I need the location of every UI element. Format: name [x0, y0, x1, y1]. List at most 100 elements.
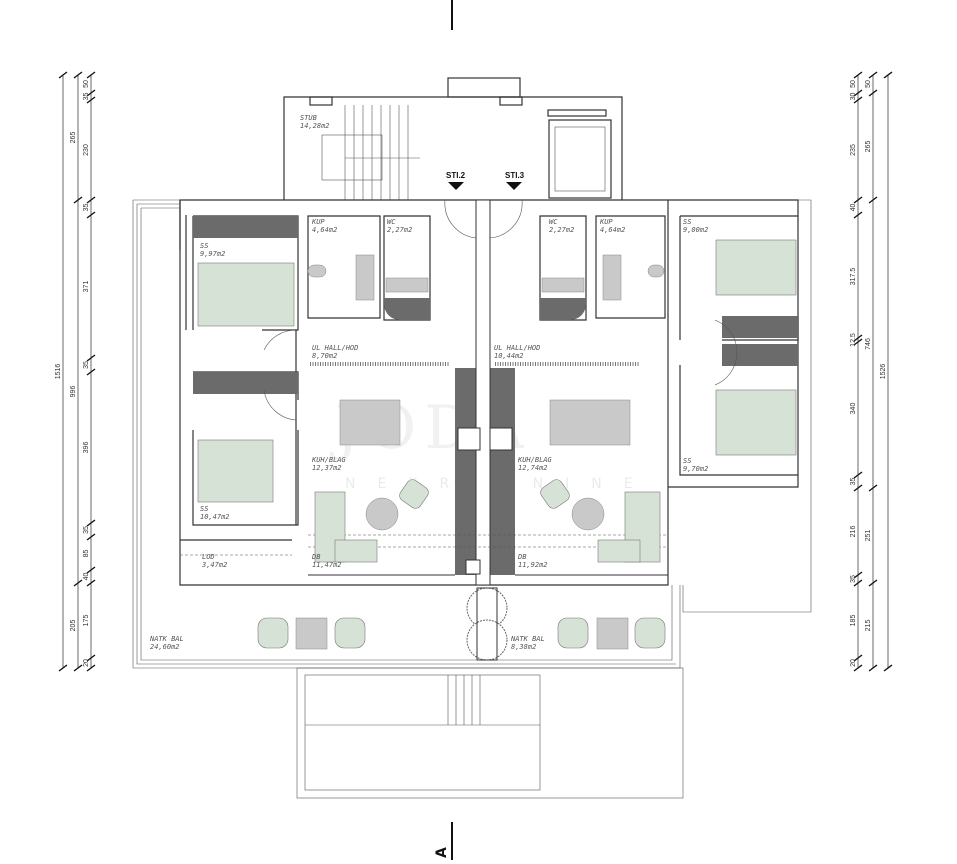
- room-area: 11,92m2: [518, 561, 548, 569]
- room-name: LOD: [202, 553, 215, 561]
- dimension-tick: [73, 196, 83, 204]
- dimension-value: 20: [83, 659, 90, 667]
- room-area: 12,37m2: [312, 464, 342, 472]
- dimension-value: 230: [83, 144, 90, 156]
- armchair-icon: [334, 617, 366, 649]
- dimension-value: 251: [865, 530, 872, 542]
- room-area: 8,70m2: [312, 352, 337, 360]
- dimension-tick: [868, 579, 878, 587]
- dimension-tick: [86, 89, 96, 97]
- room-name: KUH/BLAG: [311, 456, 347, 464]
- room-name: NATK BAL: [149, 635, 184, 643]
- dimension-value: 85: [83, 550, 90, 558]
- dimension-tick: [58, 71, 68, 79]
- dimension-value: 35: [850, 478, 857, 486]
- room-area: 24,60m2: [150, 643, 180, 651]
- dimension-tick: [86, 579, 96, 587]
- dimension-value: 175: [83, 615, 90, 627]
- room-name: DB: [517, 553, 526, 561]
- room-area: 9,70m2: [683, 465, 708, 473]
- dimension-lines: 1516265996205503523035371353963585401752…: [55, 71, 893, 672]
- dimension-tick: [853, 338, 863, 346]
- dimension-tick: [853, 96, 863, 104]
- dimension-tick: [853, 471, 863, 479]
- dimension-tick: [73, 579, 83, 587]
- dimension-value: 265: [865, 141, 872, 153]
- room-name: KUP: [599, 218, 613, 226]
- furniture: [197, 239, 797, 661]
- cooktop-icon: [489, 427, 513, 451]
- room-area: 12,74m2: [518, 464, 548, 472]
- dimension-value: 371: [83, 281, 90, 293]
- dimension-tick: [86, 71, 96, 79]
- room-area: 9,97m2: [200, 250, 225, 258]
- dimension-tick: [86, 211, 96, 219]
- dimension-value: 35: [83, 361, 90, 369]
- dimension-value: 30: [850, 93, 857, 101]
- svg-text:SS9,97m2: SS9,97m2: [200, 242, 225, 258]
- room-name: DB: [311, 553, 320, 561]
- armchair-icon: [557, 617, 589, 649]
- svg-text:WC2,27m2: WC2,27m2: [549, 218, 574, 234]
- dimension-value: 205: [70, 620, 77, 632]
- plant-icon: [466, 619, 508, 661]
- dimension-value: 35: [83, 526, 90, 534]
- svg-text:STI.3: STI.3: [505, 171, 525, 180]
- dimension-tick: [853, 579, 863, 587]
- room-area: 2,27m2: [549, 226, 574, 234]
- dimension-tick: [853, 89, 863, 97]
- dimension-tick: [853, 211, 863, 219]
- dining-table-icon: [549, 399, 631, 446]
- room-name: KUP: [311, 218, 325, 226]
- dimension-tick: [868, 71, 878, 79]
- room-area: 14,28m2: [300, 122, 330, 130]
- dimension-tick: [868, 89, 878, 97]
- room-name: SS: [683, 457, 691, 465]
- dimension-tick: [86, 368, 96, 376]
- svg-text:WC2,27m2: WC2,27m2: [387, 218, 412, 234]
- building-walls: [179, 199, 799, 586]
- dimension-value: 35: [850, 575, 857, 583]
- dimension-tick: [86, 664, 96, 672]
- armchair-icon: [399, 479, 429, 509]
- dimension-tick: [73, 664, 83, 672]
- room-area: 2,27m2: [387, 226, 412, 234]
- dimension-tick: [868, 196, 878, 204]
- dimension-tick: [868, 484, 878, 492]
- section-marker-bottom: A: [434, 822, 453, 860]
- dimension-tick: [86, 519, 96, 527]
- dimension-value: 235: [850, 144, 857, 156]
- room-area: 10,44m2: [494, 352, 524, 360]
- stair-marker-2: STI.3: [505, 171, 525, 190]
- terrace-outline: [132, 199, 812, 669]
- dimension-tick: [853, 571, 863, 579]
- dimension-value: 340: [850, 403, 857, 415]
- room-name: STUB: [300, 114, 317, 122]
- dimension-tick: [853, 71, 863, 79]
- room-area: 8,38m2: [511, 643, 536, 651]
- room-area: 11,47m2: [312, 561, 342, 569]
- dimension-tick: [853, 196, 863, 204]
- dimension-tick: [86, 96, 96, 104]
- armchair-icon: [634, 617, 666, 649]
- dimension-value: 35: [83, 93, 90, 101]
- dimension-tick: [883, 664, 893, 672]
- coffee-table-icon: [571, 497, 605, 531]
- room-area: 9,00m2: [683, 226, 708, 234]
- dimension-value: 1526: [880, 364, 887, 380]
- dimension-value: 50: [83, 80, 90, 88]
- room-area: 4,64m2: [600, 226, 625, 234]
- dimension-value: 50: [850, 80, 857, 88]
- dimension-tick: [868, 664, 878, 672]
